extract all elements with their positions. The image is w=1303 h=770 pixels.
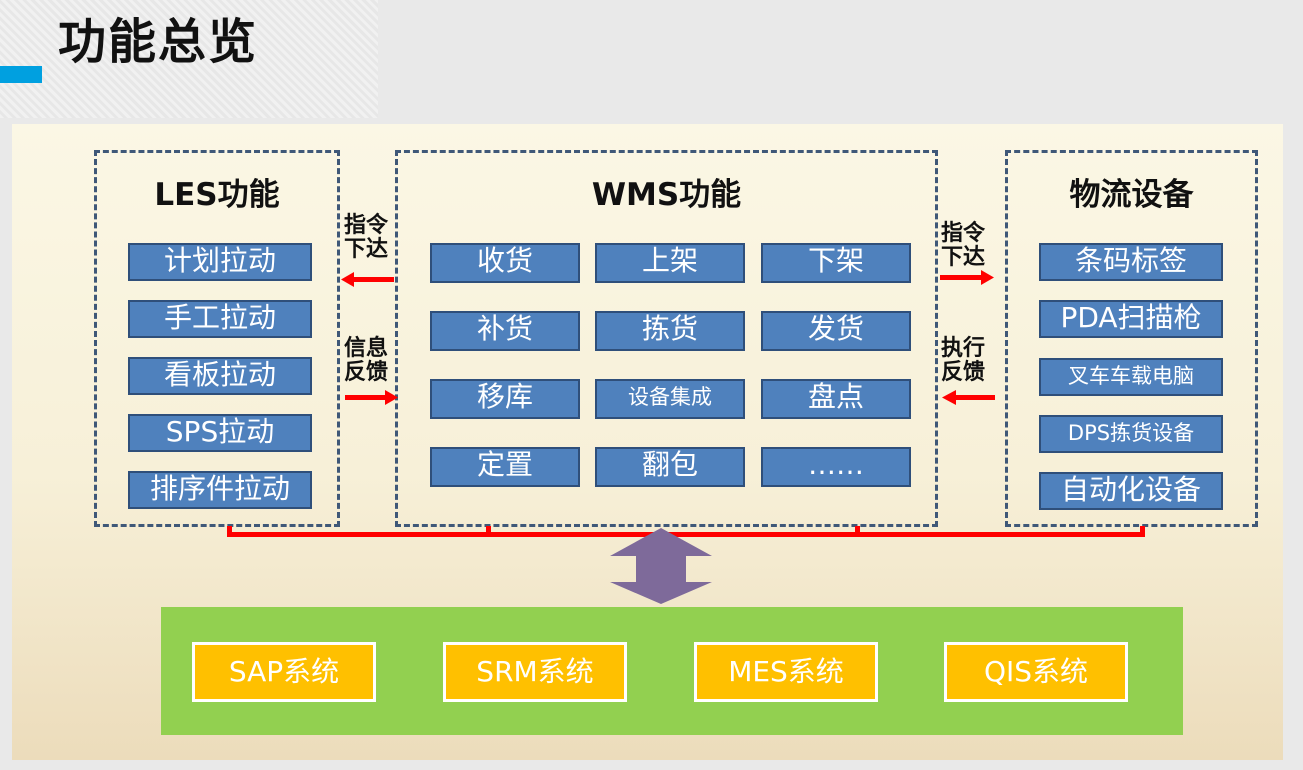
wms-item-receiving: 收货 xyxy=(430,243,580,283)
red-drop-wms-right xyxy=(855,526,860,535)
wms-item-shipping: 发货 xyxy=(761,311,911,351)
equip-item-dps-picking: DPS拣货设备 xyxy=(1039,415,1223,453)
arrow-label-left-top-line2: 下达 xyxy=(343,237,388,262)
arrow-label-right-top: 指令 下达 xyxy=(938,222,988,270)
arrow-label-left-top-line1: 指令 xyxy=(343,213,388,238)
wms-item-unshelve: 下架 xyxy=(761,243,911,283)
les-item-sps-pull: SPS拉动 xyxy=(128,414,312,452)
wms-title: WMS功能 xyxy=(591,177,742,213)
equipment-title: 物流设备 xyxy=(1069,177,1194,213)
system-sap: SAP系统 xyxy=(192,642,376,702)
arrow-label-left-top: 指令 下达 xyxy=(341,214,391,262)
arrow-label-right-top-line1: 指令 xyxy=(940,221,985,246)
wms-item-more: …… xyxy=(761,447,911,487)
equipment-box: 物流设备 xyxy=(1005,150,1258,527)
les-title: LES功能 xyxy=(154,177,280,213)
les-box: LES功能 xyxy=(94,150,340,527)
arrow-left-bottom-shaft xyxy=(345,395,387,400)
wms-box: WMS功能 xyxy=(395,150,938,527)
arrow-right-top-head xyxy=(981,270,994,285)
arrow-label-right-top-line2: 下达 xyxy=(940,245,985,270)
les-item-manual-pull: 手工拉动 xyxy=(128,300,312,338)
arrow-right-bottom-head xyxy=(942,390,956,405)
arrow-label-left-bottom-line1: 信息 xyxy=(343,336,388,361)
system-qis: QIS系统 xyxy=(944,642,1128,702)
les-item-sequence-pull: 排序件拉动 xyxy=(128,471,312,509)
wms-item-picking: 拣货 xyxy=(595,311,745,351)
arrow-left-top-head xyxy=(341,272,354,287)
equip-item-forklift-computer: 叉车车载电脑 xyxy=(1039,358,1223,396)
wms-item-putaway: 上架 xyxy=(595,243,745,283)
red-drop-equipment xyxy=(1140,526,1145,535)
equip-item-automation: 自动化设备 xyxy=(1039,472,1223,510)
wms-item-repack: 翻包 xyxy=(595,447,745,487)
page-title: 功能总览 xyxy=(58,14,259,70)
wms-item-replenish: 补货 xyxy=(430,311,580,351)
arrow-left-top-shaft xyxy=(352,277,394,282)
arrow-label-right-bottom-line1: 执行 xyxy=(940,336,985,361)
arrow-label-right-bottom-line2: 反馈 xyxy=(940,360,985,385)
arrow-label-left-bottom: 信息 反馈 xyxy=(341,337,391,385)
purple-double-arrow xyxy=(610,528,712,604)
equip-item-pda-scanner: PDA扫描枪 xyxy=(1039,300,1223,338)
les-item-kanban-pull: 看板拉动 xyxy=(128,357,312,395)
red-bus-line xyxy=(227,532,1145,537)
arrow-right-bottom-shaft xyxy=(955,395,995,400)
system-mes: MES系统 xyxy=(694,642,878,702)
accent-bar xyxy=(0,66,42,83)
red-drop-les xyxy=(227,526,232,535)
header-band xyxy=(0,0,378,118)
arrow-label-right-bottom: 执行 反馈 xyxy=(938,337,988,385)
wms-item-transfer: 移库 xyxy=(430,379,580,419)
equip-item-barcode-label: 条码标签 xyxy=(1039,243,1223,281)
arrow-right-top-shaft xyxy=(940,275,982,280)
wms-item-fixed-position: 定置 xyxy=(430,447,580,487)
arrow-label-left-bottom-line2: 反馈 xyxy=(343,360,388,385)
wms-item-stocktake: 盘点 xyxy=(761,379,911,419)
system-srm: SRM系统 xyxy=(443,642,627,702)
red-drop-wms-left xyxy=(486,526,491,535)
arrow-left-bottom-head xyxy=(385,390,398,405)
les-item-plan-pull: 计划拉动 xyxy=(128,243,312,281)
wms-item-device-integration: 设备集成 xyxy=(595,379,745,419)
